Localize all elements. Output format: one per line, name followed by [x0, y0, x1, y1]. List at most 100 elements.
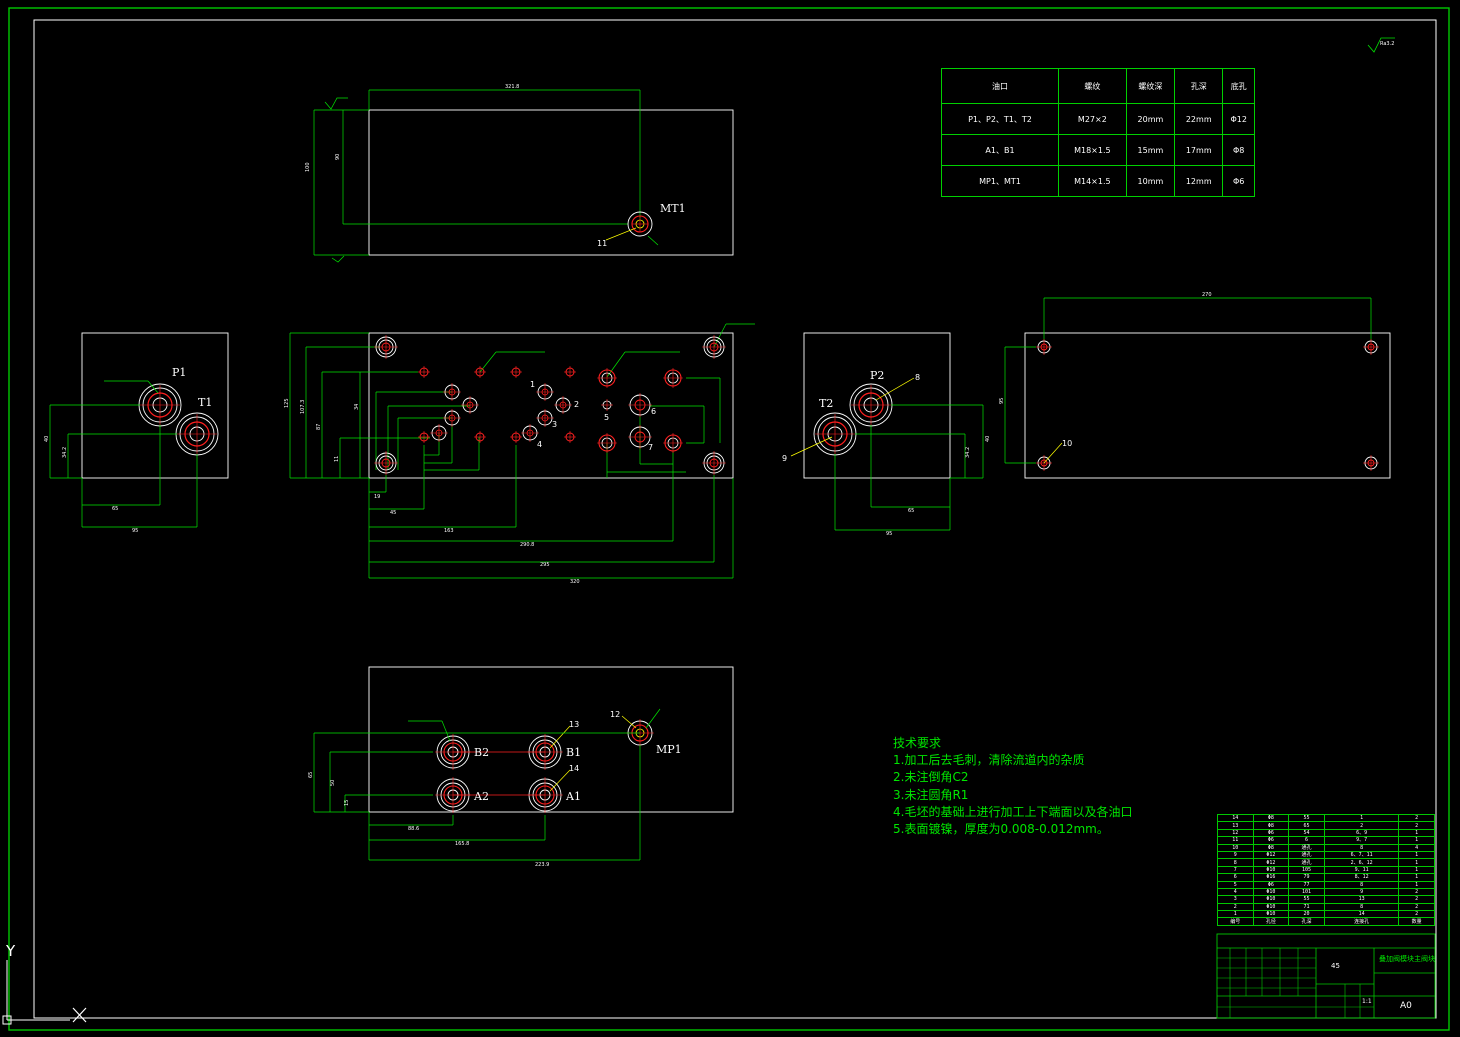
parts-cell: Φ6 — [1252, 828, 1290, 838]
svg-text:8: 8 — [915, 373, 920, 382]
title-block — [1216, 933, 1436, 1019]
valve-hole — [628, 425, 652, 449]
table-cell: Φ12 — [1222, 103, 1255, 135]
valve-hole — [597, 368, 617, 388]
table-cell: M18×1.5 — [1057, 134, 1127, 166]
tech-item: 2.未注倒角C2 — [893, 770, 969, 785]
left-view: P1 T1 65 95 40 34.2 — [44, 332, 229, 534]
port-label-a2: A2 — [473, 790, 489, 803]
svg-text:95: 95 — [132, 528, 138, 534]
svg-text:270: 270 — [1202, 292, 1212, 298]
svg-text:65: 65 — [112, 506, 118, 512]
svg-text:1: 1 — [530, 380, 535, 389]
parts-cell: 1 — [1398, 873, 1435, 882]
table-cell: P1、P2、T1、T2 — [941, 103, 1059, 135]
parts-cell: 1 — [1217, 910, 1254, 919]
table-cell: 15mm — [1125, 134, 1176, 166]
parts-cell: 1 — [1398, 858, 1435, 867]
svg-text:10: 10 — [1062, 439, 1072, 448]
parts-cell: 9、11 — [1323, 865, 1400, 875]
parts-cell: Φ8 — [1252, 821, 1290, 830]
svg-text:87: 87 — [316, 424, 322, 430]
internal-hole — [536, 409, 554, 427]
small-hole — [418, 431, 430, 443]
parts-cell: 8 — [1323, 902, 1400, 912]
bolt-hole — [374, 335, 398, 359]
parts-cell: 4 — [1398, 843, 1435, 852]
parts-cell: 2 — [1398, 813, 1435, 823]
parts-cell: 数量 — [1398, 917, 1435, 926]
svg-text:165.8: 165.8 — [455, 841, 469, 847]
bolt-hole — [702, 335, 726, 359]
port-p2 — [849, 383, 893, 427]
parts-cell: 1 — [1398, 850, 1435, 860]
svg-text:6: 6 — [651, 407, 656, 416]
table-cell: M14×1.5 — [1057, 165, 1127, 197]
svg-text:95: 95 — [999, 398, 1005, 404]
port-label-p1: P1 — [172, 366, 186, 379]
port-label-t2: T2 — [819, 397, 833, 410]
sheet-size: A0 — [1400, 1001, 1412, 1011]
internal-hole — [443, 383, 461, 401]
table-row: A1、B1 M18×1.5 15mm 17mm Φ8 — [941, 134, 1255, 166]
parts-cell: 20 — [1288, 910, 1325, 919]
svg-text:5: 5 — [604, 413, 609, 422]
parts-cell: 孔径 — [1252, 917, 1290, 926]
thread-col-header: 螺纹 — [1057, 68, 1127, 104]
parts-cell: 9 — [1217, 850, 1254, 860]
parts-cell: 3 — [1217, 895, 1254, 904]
tech-item: 1.加工后去毛刺，清除流道内的杂质 — [893, 753, 1085, 768]
port-col-header: 油口 — [941, 68, 1059, 104]
mount-hole — [1036, 339, 1052, 355]
parts-cell: 通孔 — [1288, 858, 1325, 867]
valve-hole — [663, 433, 683, 453]
parts-cell: 11 — [1217, 836, 1254, 845]
svg-text:13: 13 — [569, 720, 579, 729]
technical-requirements: 技术要求 1.加工后去毛刺，清除流道内的杂质 2.未注倒角C2 3.未注圆角R1… — [893, 735, 1193, 838]
parts-cell: Φ10 — [1252, 910, 1290, 919]
top-view: 321.8 100 90 MT1 11 — [305, 84, 734, 263]
svg-text:15: 15 — [344, 800, 350, 806]
parts-cell: 77 — [1288, 880, 1325, 889]
table-cell: M27×2 — [1057, 103, 1127, 135]
svg-text:125: 125 — [284, 398, 290, 408]
parts-cell: Φ6 — [1252, 880, 1290, 889]
table-cell: 20mm — [1125, 103, 1176, 135]
table-cell: Φ8 — [1222, 134, 1255, 166]
parts-cell: 1 — [1323, 813, 1400, 823]
parts-cell: 8、12 — [1323, 873, 1400, 882]
svg-text:34.2: 34.2 — [965, 447, 971, 458]
parts-cell: 8 — [1323, 843, 1400, 852]
parts-cell: 55 — [1288, 813, 1325, 823]
parts-cell: 2 — [1398, 910, 1435, 919]
svg-text:100: 100 — [305, 162, 311, 172]
parts-cell: 101 — [1288, 887, 1325, 897]
parts-cell: Φ6 — [1252, 836, 1290, 845]
mount-hole — [1363, 339, 1379, 355]
small-hole — [510, 366, 522, 378]
parts-cell: 通孔 — [1288, 850, 1325, 860]
parts-cell: Φ8 — [1252, 813, 1290, 823]
parts-cell: Φ8 — [1252, 843, 1290, 852]
parts-cell: 13 — [1217, 821, 1254, 830]
thread-depth-col-header: 螺纹深 — [1125, 68, 1176, 104]
hole-depth-col-header: 孔深 — [1174, 68, 1224, 104]
small-hole — [564, 431, 576, 443]
parts-cell: 14 — [1323, 910, 1400, 919]
svg-text:320: 320 — [570, 579, 580, 585]
svg-text:290.8: 290.8 — [520, 542, 534, 548]
table-cell: MP1、MT1 — [941, 165, 1059, 197]
table-cell: 12mm — [1174, 165, 1224, 197]
parts-cell: 9、7 — [1323, 836, 1400, 845]
small-hole — [564, 366, 576, 378]
bottom-view: B2 B1 A2 A1 MP1 13 14 12 65 50 15 88.6 1… — [308, 666, 734, 868]
parts-cell: 2 — [1323, 821, 1400, 830]
